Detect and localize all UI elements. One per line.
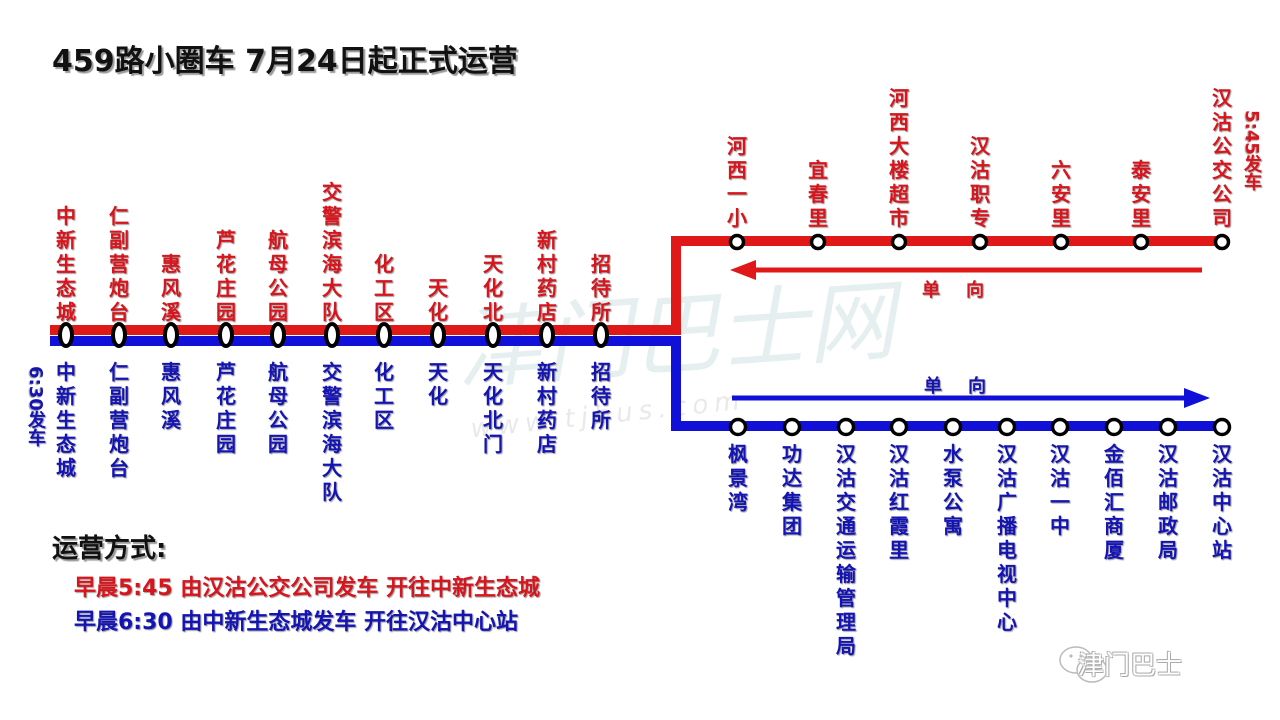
stop-label: 惠风溪 (161, 252, 181, 324)
stop-label: 汉沽广播电视中心 (997, 442, 1017, 634)
stop-label: 河西一小 (727, 134, 747, 230)
page-title: 459路小圈车 7月24日起正式运营 (52, 44, 518, 79)
stop-label: 汉沽职专 (970, 134, 990, 230)
stop-label: 河西大楼超市 (889, 86, 909, 230)
stop-label: 金佰汇商厦 (1104, 442, 1124, 562)
operations-line-blue: 早晨6:30 由中新生态城发车 开往汉沽中心站 (74, 610, 519, 635)
red-branch-stops (728, 233, 1231, 251)
blue-direction-arrow (732, 388, 1210, 408)
red-route-line (50, 236, 1222, 335)
stop-label: 泰安里 (1131, 158, 1151, 230)
stop-label: 天化 (428, 276, 448, 324)
stop-label: 中新生态城 (56, 204, 76, 324)
stop-label: 仁副营炮台 (109, 360, 129, 480)
wechat-icon (1059, 646, 1108, 683)
stop-label: 汉沽公交公司 (1212, 86, 1232, 230)
stop-label: 汉沽邮政局 (1158, 442, 1178, 562)
stop-label: 招待所 (591, 252, 611, 324)
trunk-stops (58, 322, 609, 348)
stop-label: 水泵公寓 (943, 442, 963, 538)
stop-label: 功达集团 (782, 442, 802, 538)
stop-label: 汉沽红霞里 (889, 442, 909, 562)
stop-label: 芦花庄园 (216, 360, 236, 456)
stop-label: 芦花庄园 (216, 228, 236, 324)
stop-label: 汉沽交通运输管理局 (836, 442, 856, 658)
red-direction-arrow (730, 260, 1202, 280)
stop-label: 六安里 (1051, 158, 1071, 230)
stop-label: 中新生态城 (56, 360, 76, 480)
stop-label: 交警滨海大队 (322, 360, 342, 504)
stop-label: 交警滨海大队 (322, 180, 342, 324)
direction-label-red: 单向 (922, 280, 1010, 301)
stop-label: 航母公园 (268, 360, 288, 456)
stop-label: 汉沽一中 (1050, 442, 1070, 538)
stop-label: 天化北门 (483, 360, 503, 456)
stop-label: 航母公园 (268, 228, 288, 324)
stop-label: 仁副营炮台 (109, 204, 129, 324)
stop-label: 新村药店 (537, 360, 557, 456)
stop-label: 化工区 (374, 252, 394, 324)
stop-label: 天化北 (483, 252, 503, 324)
departure-time-red: 5:45发车 (1241, 110, 1262, 191)
operations-heading: 运营方式: (52, 534, 167, 564)
departure-time-blue: 6:30发车 (25, 366, 46, 447)
stop-label: 宜春里 (808, 158, 828, 230)
brand-name: 津门巴士 (1078, 651, 1183, 681)
blue-branch-stops (728, 417, 1232, 437)
stop-label: 枫景湾 (728, 442, 748, 514)
stop-label: 化工区 (374, 360, 394, 432)
operations-line-red: 早晨5:45 由汉沽公交公司发车 开往中新生态城 (74, 576, 541, 601)
stop-label: 汉沽中心站 (1212, 442, 1232, 562)
stop-label: 新村药店 (537, 228, 557, 324)
stop-label: 天化 (428, 360, 448, 408)
direction-label-blue: 单向 (924, 376, 1012, 397)
stop-label: 招待所 (591, 360, 611, 432)
stop-label: 惠风溪 (161, 360, 181, 432)
